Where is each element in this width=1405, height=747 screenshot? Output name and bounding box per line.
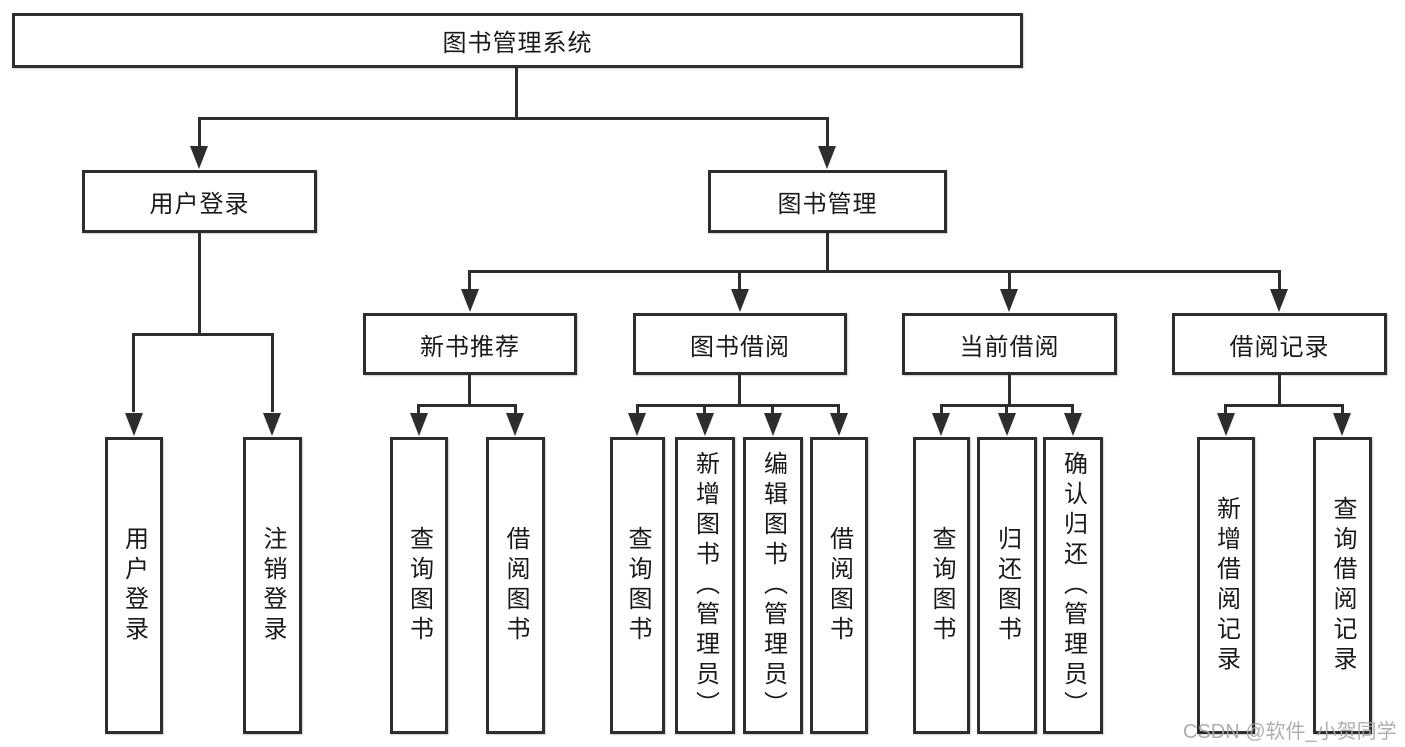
node-book-borrowing: 图书借阅 — [633, 313, 847, 375]
leaf-add-books-admin: 新增图书（管理员） — [675, 437, 735, 734]
connector-line — [468, 270, 471, 289]
connector-line — [1005, 404, 1008, 414]
leaf-label: 查询图书 — [624, 525, 651, 646]
arrow-down-icon — [731, 289, 749, 312]
node-borrow-records: 借阅记录 — [1172, 313, 1387, 375]
arrow-down-icon — [932, 413, 950, 436]
connector-line — [826, 233, 829, 273]
connector-line — [1341, 404, 1344, 414]
connector-line — [738, 375, 741, 407]
leaf-user-login: 用户登录 — [105, 437, 163, 734]
arrow-down-icon — [461, 289, 479, 312]
leaf-label: 归还图书 — [993, 525, 1021, 646]
arrow-down-icon — [628, 413, 646, 436]
connector-line — [1008, 375, 1011, 407]
connector-line — [940, 404, 943, 414]
connector-line — [636, 404, 840, 407]
connector-line — [132, 333, 274, 336]
connector-line — [738, 270, 741, 289]
connector-line — [1224, 404, 1344, 407]
leaf-borrow-books-2: 借阅图书 — [810, 437, 868, 734]
arrow-down-icon — [506, 413, 524, 436]
connector-line — [417, 404, 517, 407]
connector-line — [198, 233, 201, 336]
connector-line — [703, 404, 706, 414]
leaf-add-borrow-record: 新增借阅记录 — [1197, 437, 1255, 734]
csdn-watermark: CSDN @软件_小贺同学 — [1183, 721, 1397, 743]
leaf-label: 新增图书（管理员） — [691, 450, 719, 721]
leaf-edit-books-admin: 编辑图书（管理员） — [743, 437, 803, 734]
connector-line — [1071, 404, 1074, 414]
connector-line — [468, 375, 471, 407]
arrow-down-icon — [1000, 289, 1018, 312]
arrow-down-icon — [998, 413, 1016, 436]
leaf-label: 注销登录 — [259, 525, 286, 646]
leaf-label: 查询借阅记录 — [1329, 495, 1356, 676]
leaf-label: 确认归还（管理员） — [1059, 450, 1087, 721]
arrow-down-icon — [1064, 413, 1082, 436]
leaf-query-books-1: 查询图书 — [390, 437, 448, 734]
leaf-label: 用户登录 — [120, 525, 148, 646]
leaf-label: 查询图书 — [405, 525, 433, 646]
connector-line — [132, 333, 135, 412]
connector-line — [514, 404, 517, 414]
node-new-book-recommend: 新书推荐 — [363, 313, 577, 375]
leaf-confirm-return-admin: 确认归还（管理员） — [1043, 437, 1103, 734]
leaf-query-books-2: 查询图书 — [610, 437, 665, 734]
node-book-management: 图书管理 — [708, 170, 947, 233]
connector-line — [198, 117, 201, 148]
arrow-down-icon — [1333, 413, 1351, 436]
connector-line — [1224, 404, 1227, 414]
arrow-down-icon — [830, 413, 848, 436]
arrow-down-icon — [764, 413, 782, 436]
arrow-down-icon — [1270, 289, 1288, 312]
arrow-down-icon — [125, 413, 143, 436]
connector-line — [468, 270, 1281, 273]
leaf-borrow-books-1: 借阅图书 — [486, 437, 545, 734]
connector-line — [271, 333, 274, 412]
connector-line — [1278, 375, 1281, 407]
leaf-return-books: 归还图书 — [977, 437, 1037, 734]
leaf-query-borrow-record: 查询借阅记录 — [1313, 437, 1372, 734]
node-user-login: 用户登录 — [82, 170, 317, 233]
node-library-management-system: 图书管理系统 — [12, 13, 1023, 68]
connector-line — [1008, 270, 1011, 289]
leaf-label: 编辑图书（管理员） — [759, 450, 787, 721]
leaf-query-books-3: 查询图书 — [913, 437, 970, 734]
arrow-down-icon — [1217, 413, 1235, 436]
connector-line — [826, 117, 829, 148]
arrow-down-icon — [818, 146, 836, 169]
arrow-down-icon — [410, 413, 428, 436]
arrow-down-icon — [190, 146, 208, 169]
arrow-down-icon — [696, 413, 714, 436]
connector-line — [1278, 270, 1281, 289]
leaf-logout: 注销登录 — [243, 437, 302, 734]
arrow-down-icon — [263, 413, 281, 436]
connector-line — [515, 68, 518, 120]
node-current-borrowing: 当前借阅 — [902, 313, 1117, 375]
connector-line — [417, 404, 420, 414]
connector-line — [198, 117, 829, 120]
connector-line — [771, 404, 774, 414]
leaf-label: 新增借阅记录 — [1212, 495, 1240, 676]
leaf-label: 借阅图书 — [825, 525, 853, 646]
connector-line — [837, 404, 840, 414]
connector-line — [636, 404, 639, 414]
leaf-label: 查询图书 — [928, 525, 955, 646]
leaf-label: 借阅图书 — [502, 525, 529, 646]
